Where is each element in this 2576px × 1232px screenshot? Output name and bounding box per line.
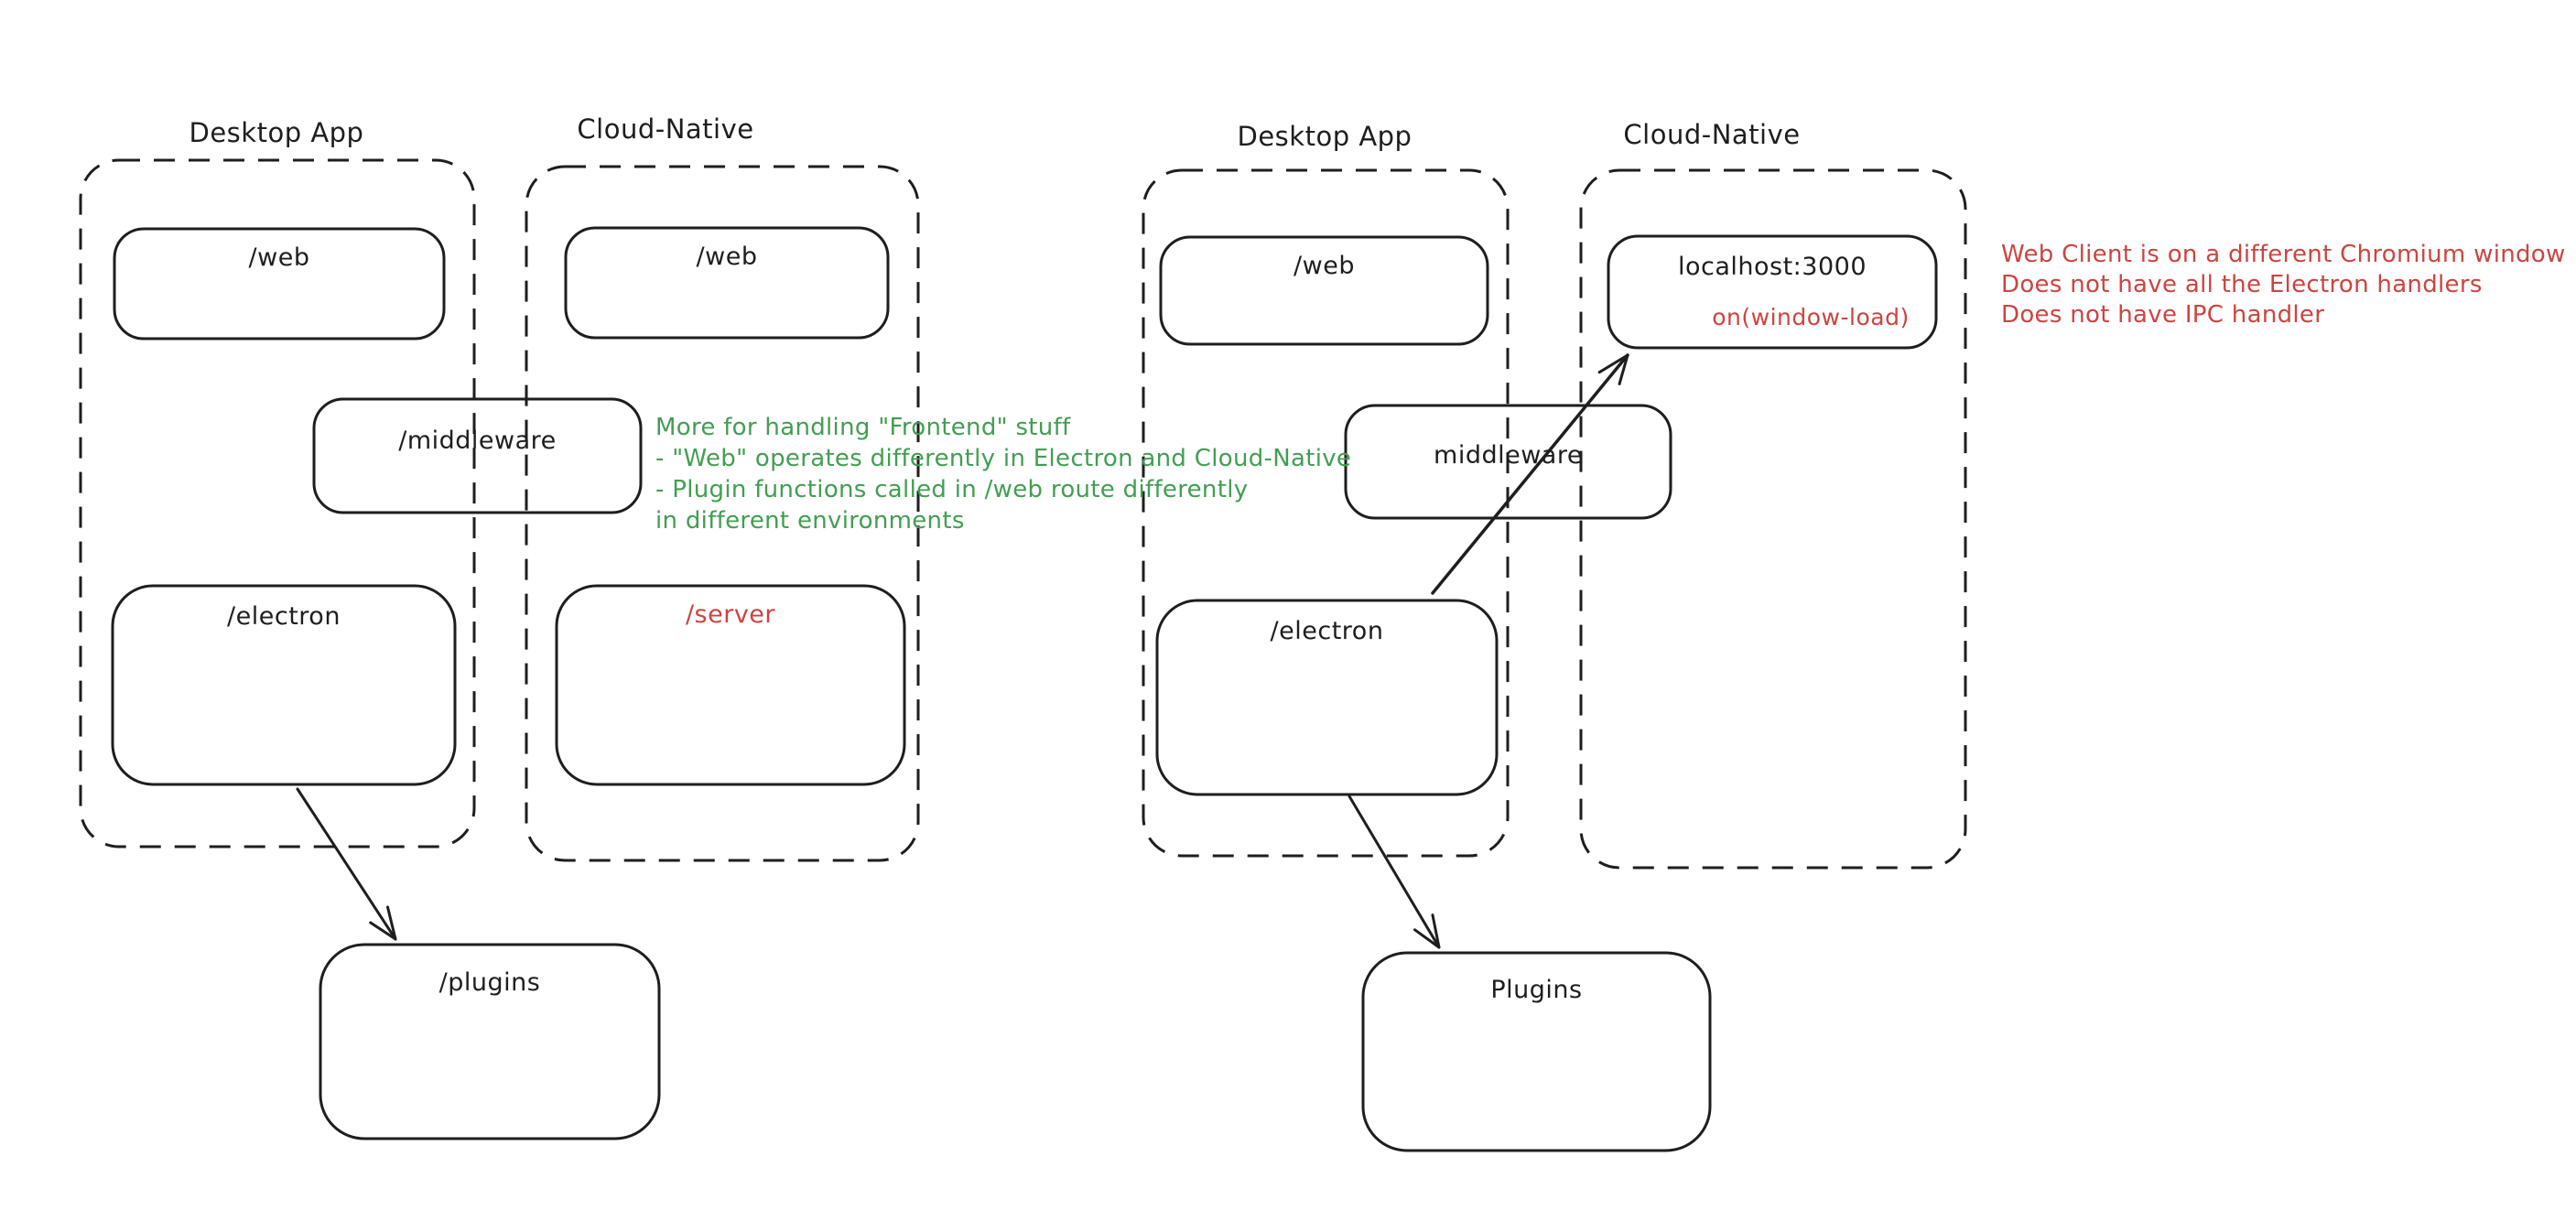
arrow-electron-to-localhost-2 bbox=[1431, 353, 1629, 595]
arrow-electron-to-plugins-1 bbox=[296, 787, 397, 941]
node-label-web-desktop-1: /web bbox=[248, 243, 310, 272]
node-box-plugins-2 bbox=[1361, 951, 1712, 1152]
note-red-webclient: Web Client is on a different Chromium wi… bbox=[2001, 240, 2566, 330]
group-box-desktop-2 bbox=[1142, 168, 1510, 858]
node-box-web-cloud-1 bbox=[564, 226, 890, 340]
note-line: Does not have all the Electron handlers bbox=[2001, 271, 2483, 298]
node-box-web-2 bbox=[1159, 235, 1489, 346]
node-label-electron-2: /electron bbox=[1270, 617, 1384, 645]
node-box-localhost-2 bbox=[1607, 234, 1938, 350]
group-box-cloud-1 bbox=[525, 165, 920, 862]
node-box-plugins-1 bbox=[319, 943, 661, 1140]
group-label-cloud-2: Cloud-Native bbox=[1623, 119, 1801, 150]
node-box-middleware-2 bbox=[1344, 404, 1672, 520]
node-box-electron-1 bbox=[111, 584, 457, 786]
arrow-electron-to-plugins-2 bbox=[1348, 794, 1441, 949]
node-label-electron-1: /electron bbox=[227, 602, 341, 631]
node-box-web-desktop-1 bbox=[113, 227, 446, 340]
node-label-plugins-1: /plugins bbox=[438, 968, 541, 997]
node-box-server-1 bbox=[555, 584, 906, 786]
node-box-middleware-1 bbox=[312, 397, 643, 514]
note-line: in different environments bbox=[655, 507, 965, 535]
group-box-cloud-2 bbox=[1579, 168, 1967, 870]
note-line: More for handling "Frontend" stuff bbox=[655, 414, 1071, 441]
group-label-desktop-1: Desktop App bbox=[189, 117, 364, 148]
note-line: Does not have IPC handler bbox=[2001, 301, 2325, 329]
node-label-window-load-2: on(window-load) bbox=[1712, 304, 1910, 330]
note-line: - Plugin functions called in /web route … bbox=[655, 476, 1249, 503]
node-label-server-1: /server bbox=[685, 600, 776, 629]
node-label-web-cloud-1: /web bbox=[696, 243, 758, 271]
group-label-cloud-1: Cloud-Native bbox=[577, 113, 754, 145]
node-label-plugins-2: Plugins bbox=[1490, 976, 1583, 1004]
note-line: - "Web" operates differently in Electron… bbox=[655, 445, 1352, 472]
group-box-desktop-1 bbox=[79, 158, 476, 848]
note-line: Web Client is on a different Chromium wi… bbox=[2001, 241, 2566, 268]
group-label-desktop-2: Desktop App bbox=[1237, 121, 1412, 152]
node-label-web-2: /web bbox=[1293, 252, 1355, 280]
node-label-localhost-2: localhost:3000 bbox=[1677, 253, 1867, 281]
node-label-middleware-1: /middleware bbox=[398, 427, 557, 455]
node-box-electron-2 bbox=[1155, 599, 1499, 796]
node-label-middleware-2: middleware bbox=[1434, 441, 1583, 470]
note-green-frontend: More for handling "Frontend" stuff - "We… bbox=[655, 412, 1351, 536]
